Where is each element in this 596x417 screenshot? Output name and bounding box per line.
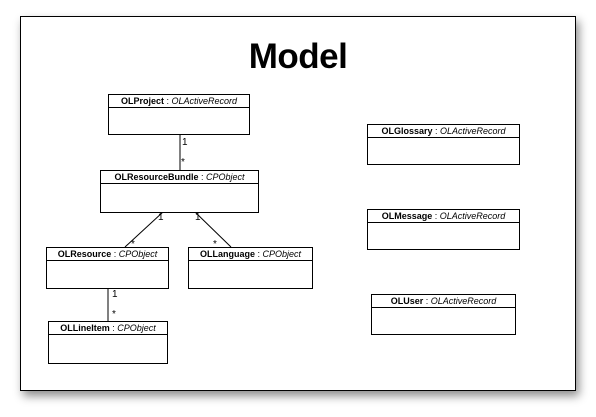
class-base: OLActiveRecord <box>440 126 506 136</box>
class-olresourcebundle[interactable]: OLResourceBundle : CPObject <box>100 170 259 213</box>
mult-bundle-language-one: 1 <box>195 212 201 223</box>
mult-project-bundle-one: 1 <box>182 137 188 148</box>
class-name: OLResource <box>57 249 112 259</box>
mult-project-bundle-many: * <box>181 157 185 168</box>
class-name: OLUser <box>390 296 424 306</box>
mult-resource-lineitem-one: 1 <box>112 289 118 300</box>
class-name: OLLineItem <box>60 323 110 333</box>
class-name: OLLanguage <box>199 249 255 259</box>
class-base: OLActiveRecord <box>171 96 238 106</box>
class-base: OLActiveRecord <box>430 296 497 306</box>
class-separator: : <box>432 211 440 221</box>
class-olresource-header: OLResource : CPObject <box>47 248 168 261</box>
class-base: OLActiveRecord <box>439 211 506 221</box>
class-olmessage-header: OLMessage : OLActiveRecord <box>368 210 519 223</box>
class-olglossary-header: OLGlossary : OLActiveRecord <box>368 125 519 138</box>
class-separator: : <box>163 96 172 106</box>
assoc-bundle-resource-line <box>124 211 164 248</box>
class-ollanguage[interactable]: OLLanguage : CPObject <box>188 247 313 289</box>
assoc-bundle-language-line <box>194 211 232 248</box>
diagram-title: Model <box>248 37 348 76</box>
class-ollineitem-header: OLLineItem : CPObject <box>49 322 167 335</box>
class-oluser[interactable]: OLUser : OLActiveRecord <box>371 294 516 335</box>
class-base: CPObject <box>118 249 158 259</box>
class-olresource[interactable]: OLResource : CPObject <box>46 247 169 289</box>
class-name: OLMessage <box>381 211 433 221</box>
class-olglossary[interactable]: OLGlossary : OLActiveRecord <box>367 124 520 165</box>
class-olresourcebundle-header: OLResourceBundle : CPObject <box>101 171 258 184</box>
class-separator: : <box>423 296 431 306</box>
class-oluser-header: OLUser : OLActiveRecord <box>372 295 515 308</box>
class-ollanguage-header: OLLanguage : CPObject <box>189 248 312 261</box>
mult-resource-lineitem-many: * <box>112 309 116 320</box>
class-olproject[interactable]: OLProject : OLActiveRecord <box>108 94 250 135</box>
association-links: 1 * 1 * 1 * 1 * <box>107 134 232 321</box>
class-name: OLGlossary <box>381 126 433 136</box>
class-separator: : <box>432 126 440 136</box>
class-base: CPObject <box>206 172 245 182</box>
class-base: CPObject <box>117 323 156 333</box>
class-separator: : <box>111 249 119 259</box>
class-name: OLProject <box>120 96 164 106</box>
class-separator: : <box>254 249 263 259</box>
class-olmessage[interactable]: OLMessage : OLActiveRecord <box>367 209 520 250</box>
class-base: CPObject <box>262 249 302 259</box>
class-ollineitem[interactable]: OLLineItem : CPObject <box>48 321 168 364</box>
mult-bundle-resource-many: * <box>131 239 135 250</box>
mult-bundle-language-many: * <box>213 239 217 250</box>
class-separator: : <box>109 323 118 333</box>
class-name: OLResourceBundle <box>114 172 199 182</box>
class-olproject-header: OLProject : OLActiveRecord <box>109 95 249 108</box>
slide-canvas: Model 1 * 1 * 1 * 1 * OLProject : OLActi… <box>20 16 576 391</box>
class-separator: : <box>198 172 206 182</box>
mult-bundle-resource-one: 1 <box>158 212 164 223</box>
